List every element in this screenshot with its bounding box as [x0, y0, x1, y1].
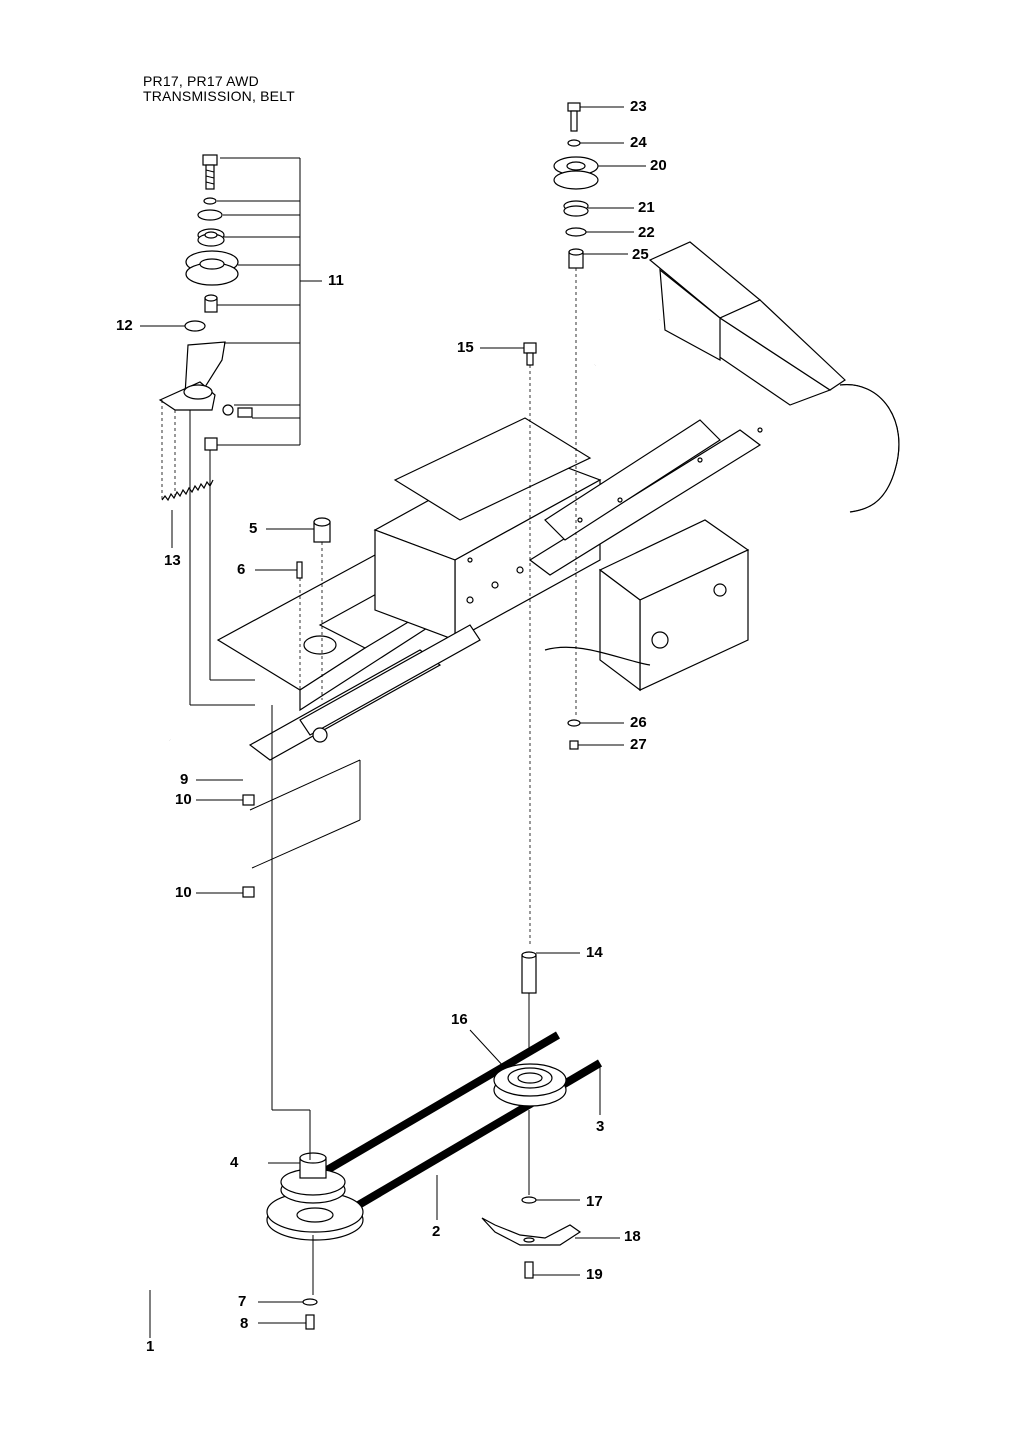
- idler-arm-assembly: [158, 154, 322, 706]
- callout-3: 3: [596, 1118, 605, 1135]
- callout-27: 27: [630, 736, 647, 753]
- callout-9: 9: [180, 771, 189, 788]
- pulley-stack-right: [553, 102, 599, 750]
- callout-8: 8: [240, 1315, 249, 1332]
- callout-7: 7: [238, 1293, 247, 1310]
- callout-2: 2: [432, 1223, 441, 1240]
- callout-18: 18: [624, 1228, 641, 1245]
- callout-21: 21: [638, 199, 655, 216]
- callout-26: 26: [630, 714, 647, 731]
- callout-16: 16: [451, 1011, 468, 1028]
- leader-lines: [140, 106, 646, 1338]
- callout-4: 4: [230, 1154, 239, 1171]
- diagram-title-section: TRANSMISSION, BELT: [143, 88, 295, 104]
- callout-23: 23: [630, 98, 647, 115]
- callout-20: 20: [650, 157, 667, 174]
- callout-1: 1: [146, 1338, 155, 1355]
- callout-10-lower: 10: [175, 884, 192, 901]
- callout-12: 12: [116, 317, 133, 334]
- callout-22: 22: [638, 224, 655, 241]
- callout-5: 5: [249, 520, 258, 537]
- callout-13: 13: [164, 552, 181, 569]
- engine-pulley: [266, 705, 364, 1330]
- spacer-and-pin: [296, 517, 331, 700]
- diagram-title-models: PR17, PR17 AWD: [143, 73, 259, 89]
- callout-11: 11: [328, 272, 344, 289]
- callout-19: 19: [586, 1266, 603, 1283]
- callout-6: 6: [237, 561, 246, 578]
- transmission-pulley: [493, 1063, 567, 1107]
- callout-15: 15: [457, 339, 474, 356]
- callout-17: 17: [586, 1193, 603, 1210]
- callout-10-upper: 10: [175, 791, 192, 808]
- callout-25: 25: [632, 246, 649, 263]
- callout-24: 24: [630, 134, 647, 151]
- chassis-frame: [216, 241, 900, 761]
- rod-and-nuts: [165, 719, 361, 898]
- callout-14: 14: [586, 944, 603, 961]
- center-axis: [481, 342, 582, 1279]
